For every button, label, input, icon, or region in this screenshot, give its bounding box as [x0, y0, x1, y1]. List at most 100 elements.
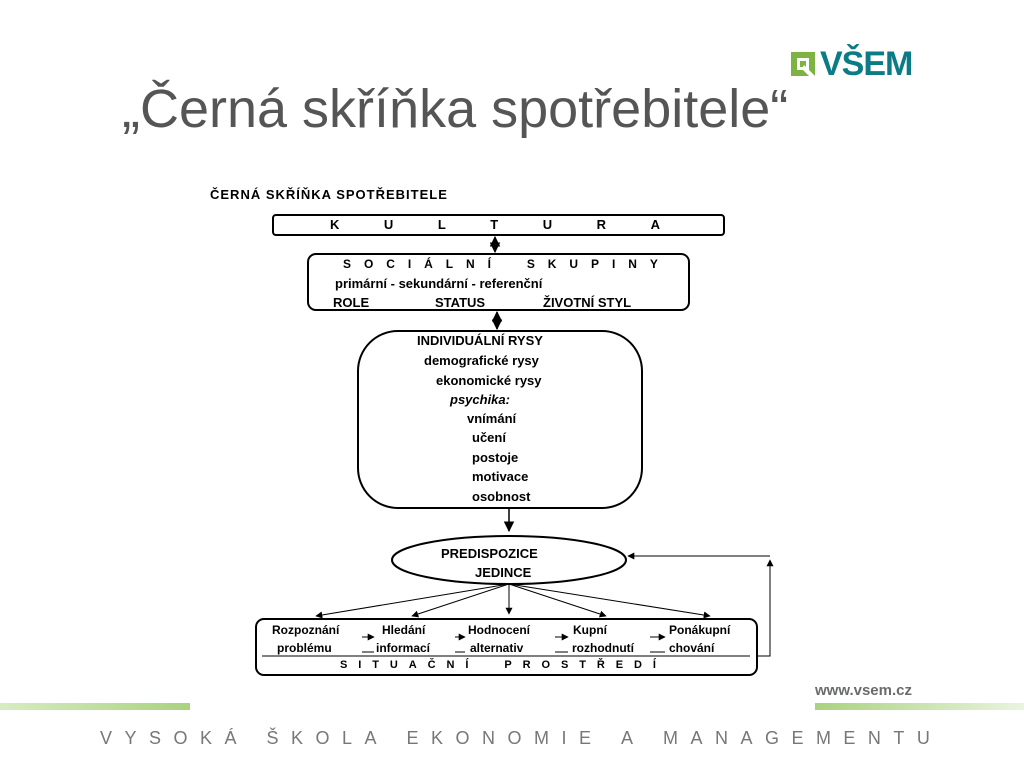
school-name-letter: E	[406, 728, 419, 748]
school-name-letter	[389, 728, 394, 749]
school-name-letter	[249, 728, 254, 749]
kultura-letter: T	[490, 217, 499, 232]
school-name-letter: G	[764, 728, 779, 748]
decorative-band-left	[0, 703, 190, 710]
social-letter: Y	[649, 257, 658, 271]
school-name-letter: T	[893, 728, 905, 748]
step-4-line1: Kupní	[573, 623, 607, 637]
school-name-letter: S	[149, 728, 162, 748]
social-letter: S	[343, 257, 352, 271]
arrow-to-step-5	[508, 583, 711, 619]
kultura-letter: L	[437, 217, 446, 232]
situation-letter: I	[358, 659, 362, 671]
vsem-logo: VŠEM	[790, 44, 913, 83]
situation-letter: A	[408, 659, 417, 671]
situation-letter: N	[446, 659, 455, 671]
arrow-to-step-2	[411, 583, 510, 618]
situation-letter: R	[522, 659, 531, 671]
step-2-line2: informací	[376, 641, 431, 655]
situation-letter: Č	[427, 659, 436, 671]
trait-item: motivace	[472, 469, 529, 484]
step-2-line1: Hledání	[382, 623, 426, 637]
school-name-letter: E	[791, 728, 804, 748]
school-name-letter: O	[315, 728, 330, 748]
kultura-letter: R	[596, 217, 607, 232]
kultura-letter: U	[383, 217, 394, 232]
kultura-letter: U	[542, 217, 553, 232]
predisposition-line1: PREDISPOZICE	[441, 546, 538, 561]
school-name-letter: A	[690, 728, 703, 748]
school-name-letter: O	[173, 728, 188, 748]
social-letter: S	[526, 257, 535, 271]
social-letter: Í	[487, 257, 491, 271]
trait-item: učení	[472, 430, 506, 445]
trait-item: postoje	[472, 450, 519, 465]
social-letter: Á	[424, 257, 433, 271]
situation-letter: U	[389, 659, 398, 671]
social-groups-box	[307, 253, 690, 311]
trait-item: vnímání	[467, 411, 517, 426]
school-name-letter: N	[482, 728, 495, 748]
trait-item: osobnost	[472, 489, 531, 504]
school-name-letter	[603, 728, 608, 749]
situation-letter: T	[579, 659, 586, 671]
social-letter: I	[611, 257, 616, 271]
school-name-letter: M	[533, 728, 549, 748]
step-4-line2: rozhodnutí	[572, 641, 634, 655]
school-name-letter: N	[867, 728, 881, 748]
social-groups-label: S O C I Á L N Í S K U P I N Y	[343, 257, 658, 271]
situation-letter: O	[541, 659, 551, 671]
individual-traits-box	[357, 330, 643, 509]
step-5-line2: chování	[669, 641, 715, 655]
situation-letter: D	[634, 659, 642, 671]
arrow-to-step-1	[315, 583, 510, 619]
situation-letter: S	[340, 659, 348, 671]
logo-text: VŠEM	[820, 44, 913, 83]
school-name-letter: A	[364, 728, 377, 748]
social-status: STATUS	[435, 295, 486, 310]
kultura-letter: A	[650, 217, 660, 232]
situation-letter: S	[560, 659, 569, 671]
situation-label: S I T U A Č N Í P R O S T Ř E D Í	[340, 659, 656, 671]
diagram-heading: ČERNÁ SKŘÍŇKA SPOTŘEBITELE	[210, 187, 448, 202]
step-5-line1: Ponákupní	[669, 623, 731, 637]
school-name-letter: E	[578, 728, 591, 748]
school-name-letter: N	[714, 728, 728, 748]
social-letter: L	[445, 257, 454, 271]
social-letter: N	[466, 257, 475, 271]
decorative-band-right	[815, 703, 1024, 710]
kultura-box	[272, 214, 725, 236]
social-role: ROLE	[333, 295, 370, 310]
kultura-letter: K	[330, 217, 340, 232]
school-name-letter: O	[455, 728, 470, 748]
school-name-letter: K	[200, 728, 213, 748]
school-name-letter: E	[843, 728, 856, 748]
social-group-types: primární - sekundární - referenční	[335, 276, 543, 291]
arrow-to-step-4	[508, 583, 607, 618]
logo-mark-icon	[790, 51, 816, 77]
social-letter: O	[363, 257, 374, 271]
school-name-letter: Á	[224, 728, 237, 748]
footer-url: www.vsem.cz	[815, 682, 912, 699]
school-name-letter: Š	[266, 728, 279, 748]
school-name-letter	[645, 728, 650, 749]
situation-letter: T	[372, 659, 379, 671]
social-lifestyle: ŽIVOTNÍ STYL	[543, 295, 632, 310]
social-letter: K	[547, 257, 557, 271]
school-name-letter: I	[561, 728, 567, 748]
school-name-letter: K	[431, 728, 444, 748]
step-3-line2: alternativ	[470, 641, 524, 655]
school-name-letter: A	[740, 728, 753, 748]
step-1-line1: Rozpoznání	[272, 623, 340, 637]
school-name-letter: Y	[124, 728, 137, 748]
social-letter: N	[628, 257, 637, 271]
slide-title: „Černá skříňka spotřebitele“	[122, 79, 789, 139]
social-letter: P	[591, 257, 600, 271]
individual-heading: INDIVIDUÁLNÍ RYSY	[417, 333, 543, 348]
individual-demographic: demografické rysy	[424, 353, 539, 368]
social-letter: C	[386, 257, 395, 271]
individual-psyche: psychika:	[450, 392, 510, 407]
kultura-label: K U L T U R A	[330, 217, 660, 232]
feedback-loop-line	[757, 559, 774, 657]
